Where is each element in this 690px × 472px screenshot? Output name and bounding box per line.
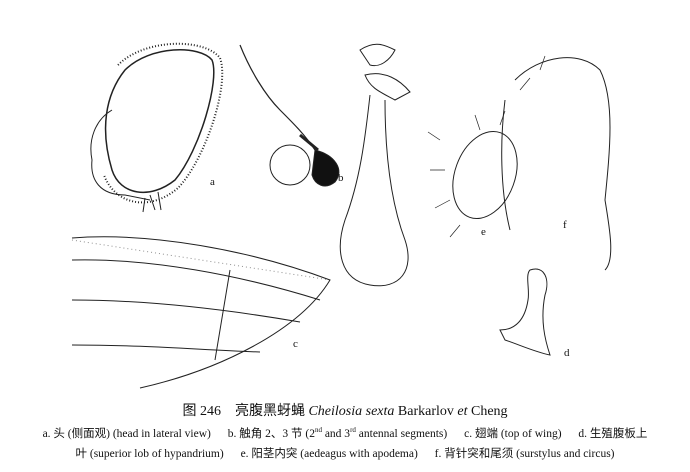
antenna-drawing xyxy=(239,44,340,187)
legend-d-cont: 叶 (superior lob of hypandrium) xyxy=(75,448,224,460)
author: Barkarlov xyxy=(397,404,454,419)
figure-number: 图 246 xyxy=(182,404,221,419)
head-lateral-drawing xyxy=(90,42,224,213)
aedeagus-drawing xyxy=(339,43,411,287)
caption-legend-line-2: 叶 (superior lob of hypandrium) e. 阳茎内突 (… xyxy=(0,445,690,461)
legend-e: e. 阳茎内突 (aedeagus with apodema) xyxy=(240,448,418,460)
legend-d: d. 生殖腹板上 xyxy=(578,428,648,440)
wing-tip-drawing xyxy=(71,236,331,389)
legend-b-text: and 3 xyxy=(321,428,351,440)
legend-f: f. 背针突和尾须 (surstylus and circus) xyxy=(434,448,615,460)
author: Cheng xyxy=(470,404,508,419)
et: et xyxy=(457,404,468,419)
panel-label-e: e xyxy=(481,226,486,238)
panel-label-a: a xyxy=(210,176,215,188)
chinese-name: 亮腹黑蚜蝇 xyxy=(234,404,305,419)
hypandrium-lobe-drawing xyxy=(499,268,551,356)
surstylus-circus-drawing xyxy=(427,55,612,271)
panel-label-f: f xyxy=(563,219,567,231)
panel-label-c: c xyxy=(293,338,298,350)
legend-a: a. 头 (侧面观) (head in lateral view) xyxy=(42,428,211,440)
species-name: Cheilosia sexta xyxy=(308,404,395,419)
legend-b: b. 触角 2、3 节 (2nd and 3rd antennal segmen… xyxy=(227,426,448,440)
legend-b-text: antennal segments) xyxy=(355,428,448,440)
superscript: rd xyxy=(350,426,356,435)
legend-b-text: b. 触角 2、3 节 (2 xyxy=(227,428,315,440)
panel-label-b: b xyxy=(338,172,344,184)
figure-drawings xyxy=(71,42,612,389)
panel-label-d: d xyxy=(564,347,570,359)
superscript: nd xyxy=(314,426,322,435)
legend-c: c. 翅端 (top of wing) xyxy=(464,428,562,440)
caption-legend-line-1: a. 头 (侧面观) (head in lateral view) b. 触角 … xyxy=(0,425,690,441)
